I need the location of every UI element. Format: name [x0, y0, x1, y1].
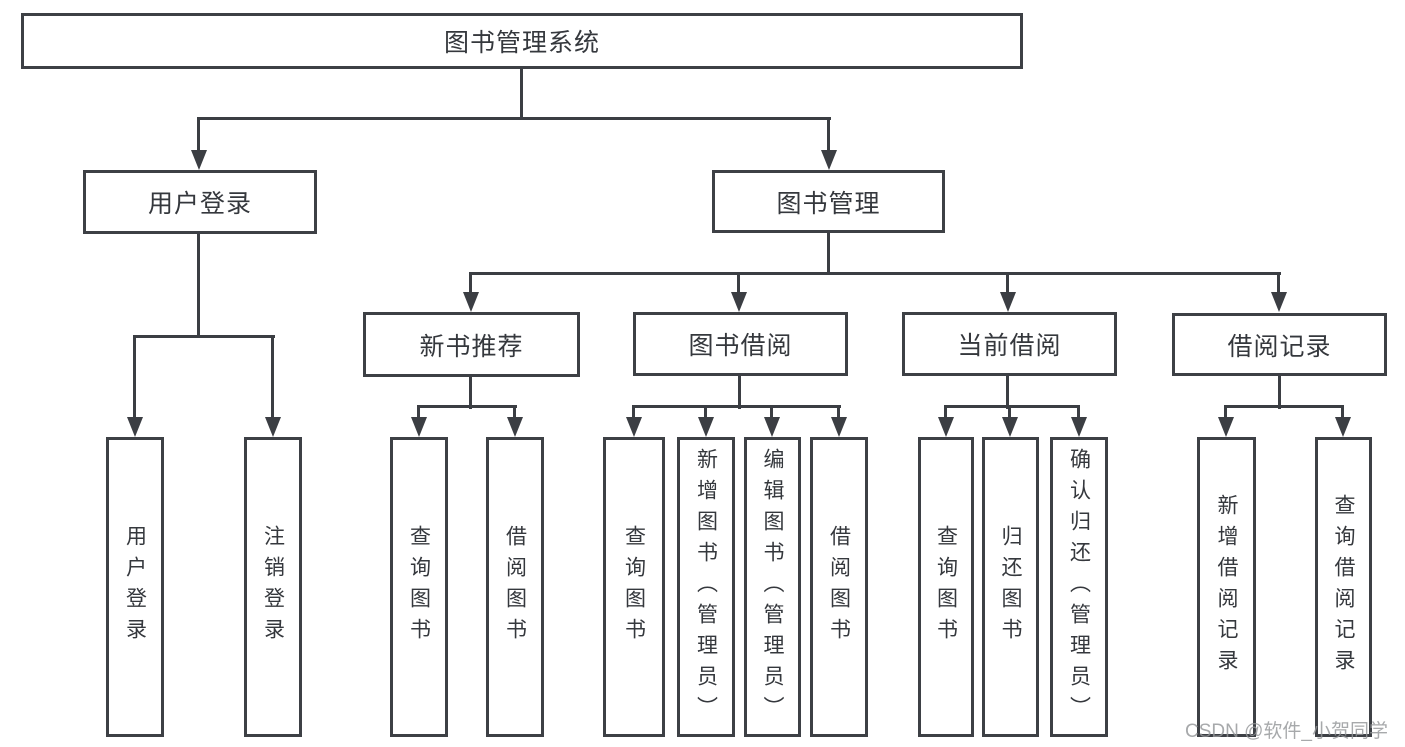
arrow-head-bor-add	[698, 417, 714, 437]
arrow-head-cur-query	[938, 417, 954, 437]
node-user-login-label: 用户登录	[147, 190, 252, 218]
watermark: CSDN @软件_小贺同学	[1185, 721, 1388, 742]
connector-root-stem	[520, 69, 523, 120]
node-current-borrow-label: 当前借阅	[957, 332, 1062, 360]
arrow-stem-rec-query	[417, 405, 420, 420]
arrow-stem-book-mgmt	[827, 117, 830, 153]
arrow-head-rec-query	[411, 417, 427, 437]
arrow-stem-current	[1006, 272, 1009, 296]
arrow-head-bor-edit	[764, 417, 780, 437]
node-new-book-recommend-label: 新书推荐	[419, 332, 524, 361]
node-current-borrow: 当前借阅	[902, 312, 1117, 376]
leaf-borrow-add-book: 新增图书（管理员）	[677, 437, 735, 737]
arrow-stem-leaf-logout	[271, 335, 274, 420]
leaf-logout-label: 注销登录	[261, 525, 285, 649]
connector-root-bar	[198, 117, 831, 120]
connector-mgmt-bar	[470, 272, 1281, 275]
arrow-head-borrow	[731, 292, 747, 312]
node-book-mgmt: 图书管理	[712, 170, 945, 233]
leaf-borrow-edit-book-label: 编辑图书（管理员）	[761, 447, 784, 727]
leaf-current-query-book: 查询图书	[918, 437, 974, 737]
leaf-history-add-record-label: 新增借阅记录	[1215, 494, 1238, 680]
arrow-head-leaf-logout	[265, 417, 281, 437]
connector-login-stem	[197, 234, 200, 338]
leaf-history-query-record: 查询借阅记录	[1315, 437, 1372, 737]
connector-borrow-stem	[738, 376, 741, 409]
connector-recommend-stem	[469, 376, 472, 409]
node-root: 图书管理系统	[21, 13, 1023, 69]
leaf-recommend-borrow-book: 借阅图书	[486, 437, 544, 737]
connector-mgmt-stem	[827, 233, 830, 275]
arrow-stem-user-login	[197, 117, 200, 153]
leaf-borrow-borrow-book-label: 借阅图书	[827, 525, 851, 649]
leaf-current-return-book: 归还图书	[982, 437, 1039, 737]
arrow-stem-his-query	[1341, 405, 1344, 420]
arrow-head-current	[1000, 292, 1016, 312]
leaf-recommend-query-book-label: 查询图书	[407, 525, 431, 649]
leaf-current-confirm-return: 确认归还（管理员）	[1050, 437, 1108, 737]
leaf-recommend-borrow-book-label: 借阅图书	[503, 525, 527, 649]
arrow-head-his-add	[1218, 417, 1234, 437]
leaf-history-add-record: 新增借阅记录	[1197, 437, 1256, 737]
leaf-borrow-add-book-label: 新增图书（管理员）	[694, 447, 718, 727]
arrow-stem-borrow	[737, 272, 740, 296]
node-user-login: 用户登录	[83, 170, 317, 234]
arrow-head-his-query	[1335, 417, 1351, 437]
connector-history-bar	[1224, 405, 1344, 408]
arrow-head-cur-confirm	[1071, 417, 1087, 437]
leaf-history-query-record-label: 查询借阅记录	[1332, 494, 1355, 680]
arrow-stem-rec-borrow	[513, 405, 516, 420]
arrow-stem-cur-query	[944, 405, 947, 420]
leaf-borrow-query-book-label: 查询图书	[622, 525, 646, 649]
leaf-user-login-label: 用户登录	[123, 525, 147, 649]
arrow-stem-cur-return	[1008, 405, 1011, 420]
arrow-head-leaf-login	[127, 417, 143, 437]
arrow-stem-bor-query	[632, 405, 635, 420]
leaf-current-query-book-label: 查询图书	[934, 525, 958, 649]
arrow-stem-his-add	[1224, 405, 1227, 420]
node-borrow-history-label: 借阅记录	[1227, 332, 1332, 361]
arrow-head-book-mgmt	[821, 150, 837, 170]
connector-borrow-bar	[633, 405, 841, 408]
leaf-recommend-query-book: 查询图书	[390, 437, 448, 737]
arrow-stem-recommend	[469, 272, 472, 296]
leaf-borrow-edit-book: 编辑图书（管理员）	[744, 437, 801, 737]
arrow-head-recommend	[463, 292, 479, 312]
connector-current-bar	[944, 405, 1080, 408]
leaf-borrow-query-book: 查询图书	[603, 437, 665, 737]
leaf-borrow-borrow-book: 借阅图书	[810, 437, 868, 737]
arrow-stem-bor-borrow	[837, 405, 840, 420]
node-book-borrow-label: 图书借阅	[688, 332, 793, 360]
connector-current-stem	[1006, 376, 1009, 409]
arrow-stem-bor-edit	[770, 405, 773, 420]
connector-recommend-bar	[418, 405, 517, 408]
leaf-current-return-book-label: 归还图书	[999, 525, 1022, 649]
leaf-user-login: 用户登录	[106, 437, 164, 737]
node-book-mgmt-label: 图书管理	[776, 189, 881, 218]
arrow-head-rec-borrow	[507, 417, 523, 437]
arrow-stem-history	[1277, 272, 1280, 296]
node-new-book-recommend: 新书推荐	[363, 312, 580, 377]
arrow-head-user-login	[191, 150, 207, 170]
arrow-stem-cur-confirm	[1077, 405, 1080, 420]
node-root-label: 图书管理系统	[443, 29, 600, 57]
leaf-logout: 注销登录	[244, 437, 302, 737]
arrow-head-bor-query	[626, 417, 642, 437]
node-book-borrow: 图书借阅	[633, 312, 848, 376]
arrow-stem-bor-add	[704, 405, 707, 420]
arrow-head-history	[1271, 292, 1287, 312]
connector-history-stem	[1278, 376, 1281, 409]
node-borrow-history: 借阅记录	[1172, 313, 1387, 376]
leaf-current-confirm-return-label: 确认归还（管理员）	[1067, 447, 1091, 727]
arrow-stem-leaf-login	[133, 335, 136, 420]
connector-login-bar	[134, 335, 275, 338]
arrow-head-cur-return	[1002, 417, 1018, 437]
arrow-head-bor-borrow	[831, 417, 847, 437]
